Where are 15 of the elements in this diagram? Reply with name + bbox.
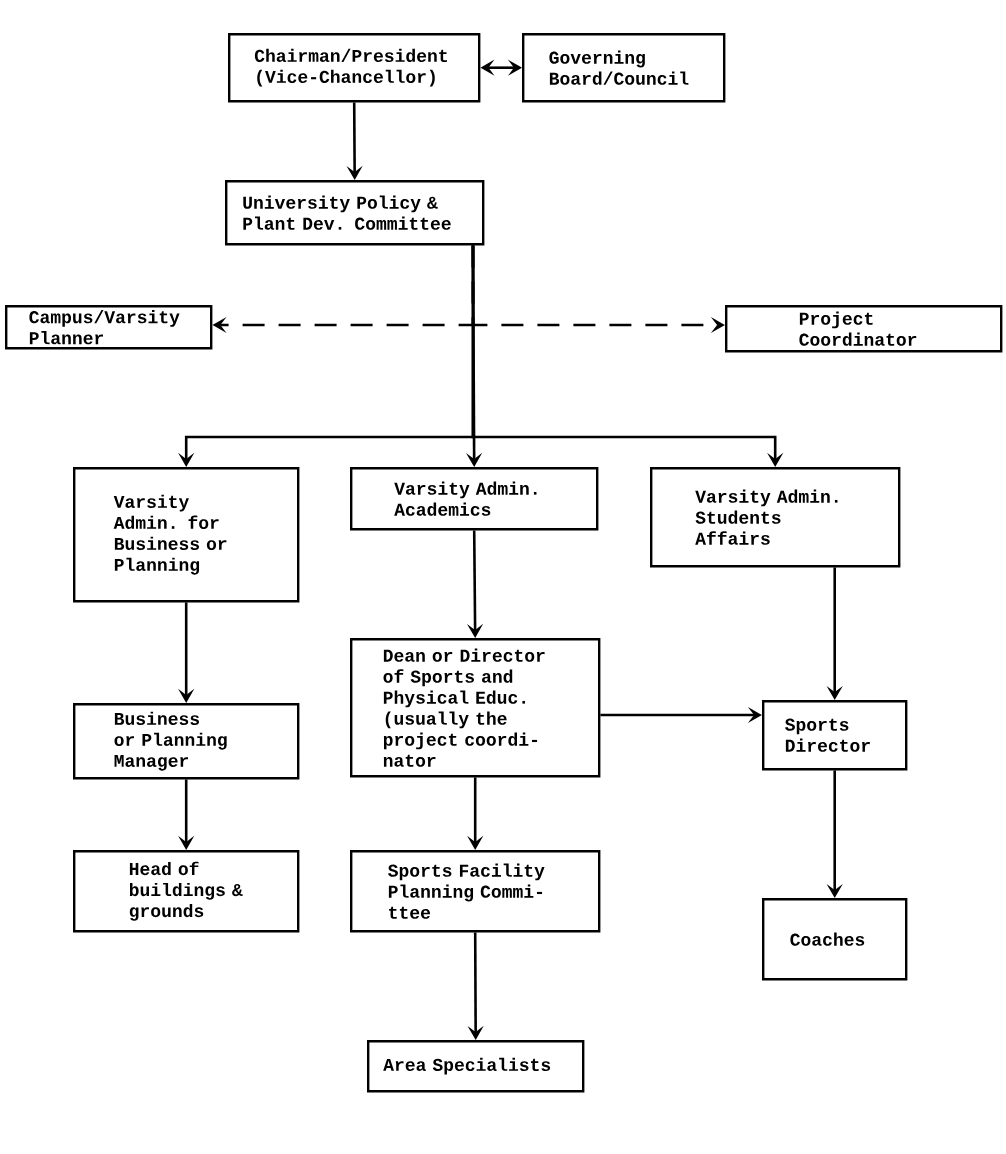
box: Campus/Varsity Planner [5, 305, 213, 350]
box: Chairman/President (Vice-Chancellor) [228, 33, 481, 103]
box: Varsity Admin. for Business or Planning [73, 467, 300, 603]
box: Business or Planning Manager [73, 703, 300, 780]
box: Head of buildings & grounds [73, 850, 300, 933]
box: Sports Director [762, 700, 908, 771]
box: Varsity Admin. Academics [350, 467, 599, 531]
box: Governing Board/Council [522, 33, 726, 103]
box: Coaches [762, 898, 908, 981]
box: Varsity Admin. Students Affairs [650, 467, 901, 568]
box: University Policy & Plant Dev. Committee [225, 180, 485, 246]
box: Project Coordinator [725, 305, 1003, 353]
box: Area Specialists [367, 1040, 585, 1093]
box: Sports Facility Planning Commi- ttee [350, 850, 601, 933]
box: Dean or Director of Sports and Physical Educ. (usually the project coordi- nator [350, 638, 601, 778]
